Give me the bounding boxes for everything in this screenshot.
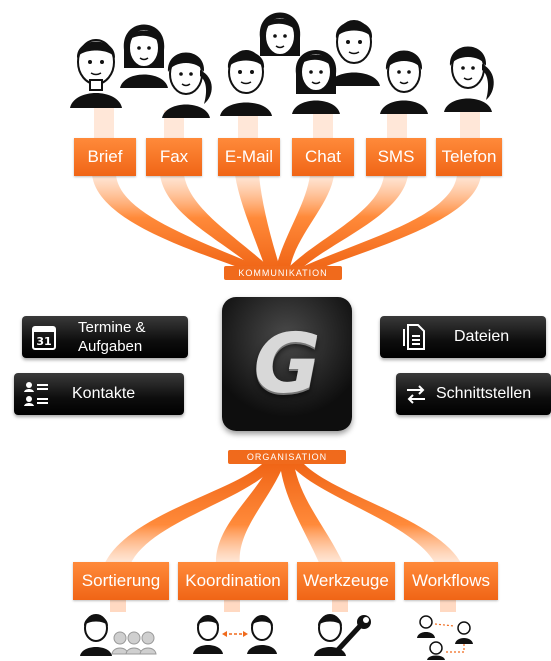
function-koordination[interactable]: Koordination <box>178 562 288 600</box>
function-connectors <box>110 600 456 612</box>
swap-arrows-icon <box>404 373 428 415</box>
channel-email[interactable]: E-Mail <box>218 138 280 176</box>
tile-termine-label: Termine & Aufgaben <box>78 316 146 358</box>
svg-text:31: 31 <box>36 335 51 348</box>
tile-schnittstellen-label: Schnittstellen <box>436 385 532 402</box>
tile-dateien[interactable]: Dateien <box>380 316 546 358</box>
channel-fax[interactable]: Fax <box>146 138 202 176</box>
person-icon <box>220 50 272 116</box>
contacts-icon <box>24 373 50 415</box>
groupware-core: G <box>222 297 352 431</box>
channel-sms[interactable]: SMS <box>366 138 426 176</box>
avatar-group <box>70 12 494 118</box>
tile-termine-aufgaben[interactable]: 31 Termine & Aufgaben <box>22 316 188 358</box>
tile-kontakte-label: Kontakte <box>72 385 136 402</box>
function-workflows[interactable]: Workflows <box>404 562 498 600</box>
tools-icon <box>314 614 371 656</box>
document-icon <box>402 316 426 358</box>
organisation-label: ORGANISATION <box>228 450 346 464</box>
organisation-ribbons <box>104 464 462 565</box>
channel-brief[interactable]: Brief <box>74 138 136 176</box>
calendar-icon: 31 <box>32 316 56 358</box>
person-icon <box>380 50 428 114</box>
tile-dateien-label: Dateien <box>454 328 510 345</box>
person-icon <box>444 46 494 112</box>
person-icon <box>162 52 212 118</box>
channel-chat[interactable]: Chat <box>292 138 354 176</box>
function-sortierung[interactable]: Sortierung <box>73 562 169 600</box>
person-icon <box>328 20 380 86</box>
communication-ribbons <box>92 175 481 270</box>
workflow-icon <box>417 615 473 660</box>
communication-label: KOMMUNIKATION <box>224 266 342 280</box>
channel-telefon[interactable]: Telefon <box>436 138 502 176</box>
person-icon <box>70 39 122 108</box>
tile-schnittstellen[interactable]: Schnittstellen <box>396 373 551 415</box>
tile-termine-line2: Aufgaben <box>78 338 143 355</box>
function-werkzeuge[interactable]: Werkzeuge <box>297 562 395 600</box>
logo-letter: G <box>253 316 321 412</box>
tile-termine-line1: Termine & <box>78 319 146 336</box>
sorting-icon <box>80 614 157 656</box>
tile-kontakte[interactable]: Kontakte <box>14 373 184 415</box>
person-icon <box>259 12 301 56</box>
person-icon <box>292 50 340 114</box>
coordination-icon <box>193 615 277 654</box>
person-icon <box>120 24 168 88</box>
